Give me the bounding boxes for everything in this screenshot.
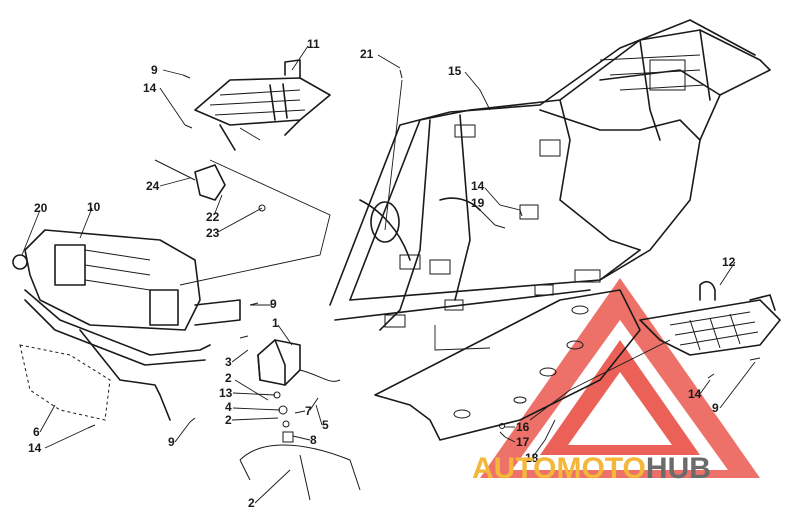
callout-14-footrest: 14: [688, 387, 702, 401]
right-footrest: [639, 280, 781, 356]
callout-18: 18: [525, 451, 539, 465]
callout-22: 22: [206, 210, 220, 224]
watermark-moto: MOTO: [556, 452, 645, 485]
callout-23: 23: [206, 226, 220, 240]
callout-20: 20: [34, 201, 48, 215]
hardware: [87, 69, 761, 438]
callout-21: 21: [360, 47, 374, 61]
front-rack: [194, 59, 331, 151]
callout-12: 12: [722, 255, 736, 269]
watermark-logo: [480, 278, 760, 478]
front-plate: [19, 344, 111, 421]
callout-14-rack: 14: [143, 81, 157, 95]
callout-16: 16: [516, 420, 530, 434]
callout-9-mid: 9: [270, 297, 277, 311]
callout-5: 5: [322, 418, 329, 432]
taillight-assembly: [239, 339, 361, 501]
watermark-hub: HUB: [646, 452, 711, 485]
callout-3: 3: [225, 355, 232, 369]
callout-9-footrest: 9: [712, 401, 719, 415]
callout-17: 17: [516, 435, 530, 449]
callout-13: 13: [219, 386, 233, 400]
reference-lines: [179, 79, 671, 421]
callout-1: 1: [272, 316, 279, 330]
callout-9-bumper: 9: [168, 435, 175, 449]
callout-4: 4: [225, 400, 232, 414]
callout-14-plate: 14: [28, 441, 42, 455]
watermark-auto: AUTO: [472, 452, 556, 485]
callout-15: 15: [448, 64, 462, 78]
callout-14-frame: 14: [471, 179, 485, 193]
callout-2-mid: 2: [225, 413, 232, 427]
svg-text:AUTOMOTOHUB: AUTOMOTOHUB: [472, 452, 711, 485]
callout-19: 19: [471, 196, 485, 210]
front-bumper: [12, 229, 241, 421]
callout-7: 7: [305, 404, 312, 418]
callout-2-upper: 2: [225, 371, 232, 385]
callout-11: 11: [307, 37, 320, 51]
callout-8: 8: [310, 433, 317, 447]
skid-plate: [374, 289, 641, 441]
main-frame: [329, 19, 771, 331]
callout-10: 10: [87, 200, 101, 214]
watermark-wordmark: AUTOMOTOHUB: [472, 452, 711, 485]
callout-9-top: 9: [151, 63, 158, 77]
callout-labels: 9 14 11 21 15 24 22 23 14 19 20 10 9 1 3…: [28, 37, 736, 510]
callout-6: 6: [33, 425, 40, 439]
callout-2-lower: 2: [248, 496, 255, 510]
callout-leaders: [21, 45, 756, 504]
callout-24: 24: [146, 179, 160, 193]
